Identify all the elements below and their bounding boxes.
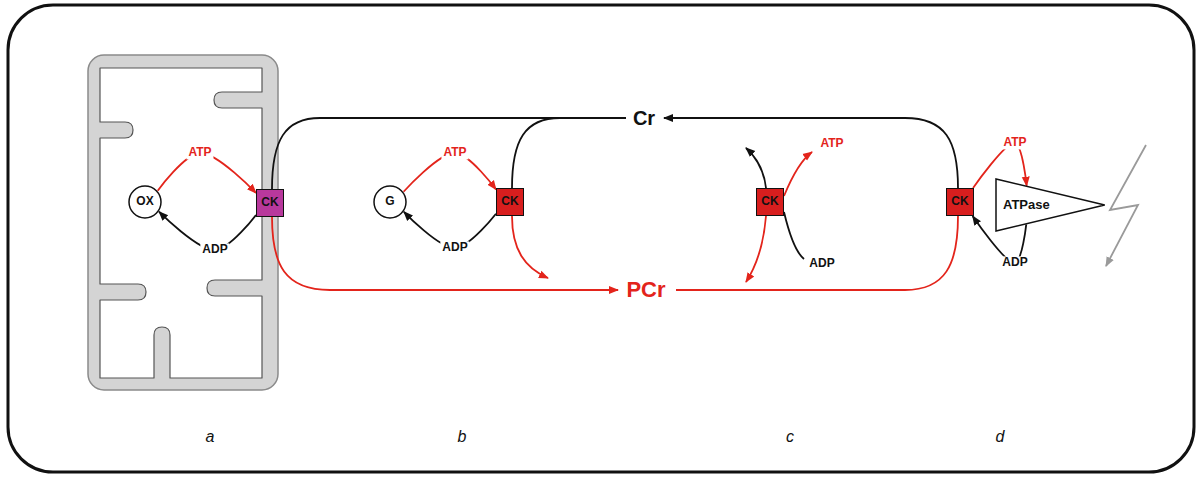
phosphocreatine-label: PCr [626, 277, 665, 303]
atp-arrow [784, 152, 812, 196]
circle-shape [129, 186, 161, 218]
creatine-label: Cr [633, 107, 655, 130]
mitochondrial-cristae [100, 68, 262, 378]
metabolite-label: ATP [1001, 136, 1028, 149]
metabolite-label: ADP [440, 241, 469, 254]
node-text: G [385, 195, 394, 209]
oxidative-phosphorylation-circle: OX [128, 185, 162, 219]
phosphocreatine-arrow [746, 216, 766, 282]
cytosolic-ck-box: CK [496, 188, 524, 216]
glycolysis-circle: G [373, 185, 407, 219]
adp-line [784, 212, 804, 259]
phosphocreatine-line [676, 216, 958, 290]
metabolite-label: ATP [441, 146, 468, 159]
creatine-line [512, 118, 560, 188]
node-text: CK [951, 195, 968, 209]
atp-label: ATP [820, 136, 843, 150]
node-text: CK [501, 195, 518, 209]
panel-letter: c [786, 428, 794, 446]
metabolite-label: ADP [200, 243, 229, 256]
node-text: OX [136, 195, 153, 209]
mitochondrion [88, 55, 278, 390]
metabolite-label: ATP [186, 146, 213, 159]
panel-letter: d [996, 428, 1005, 446]
cytosolic-ck-box: CK [756, 188, 784, 216]
adp-label: ADP [809, 256, 834, 270]
triangle-shape [996, 179, 1105, 231]
atpase-triangle: ATPase [995, 178, 1106, 232]
creatine-line [272, 118, 626, 189]
panel-letter: b [458, 428, 467, 446]
phosphocreatine-arrow [272, 217, 618, 290]
node-text: ATPase [1003, 198, 1050, 213]
panel-letter: a [206, 428, 215, 446]
mitochondrial-ck-box: CK [256, 189, 284, 217]
atpase-bound-ck-box: CK [946, 188, 974, 216]
energy-bolt [1106, 145, 1146, 266]
creatine-arrow [746, 148, 766, 188]
circle-shape [374, 186, 406, 218]
cell-outline [8, 5, 1194, 472]
metabolite-label: ADP [1000, 256, 1029, 269]
node-text: CK [261, 196, 278, 210]
node-text: CK [761, 195, 778, 209]
phosphocreatine-arrow [512, 216, 548, 278]
